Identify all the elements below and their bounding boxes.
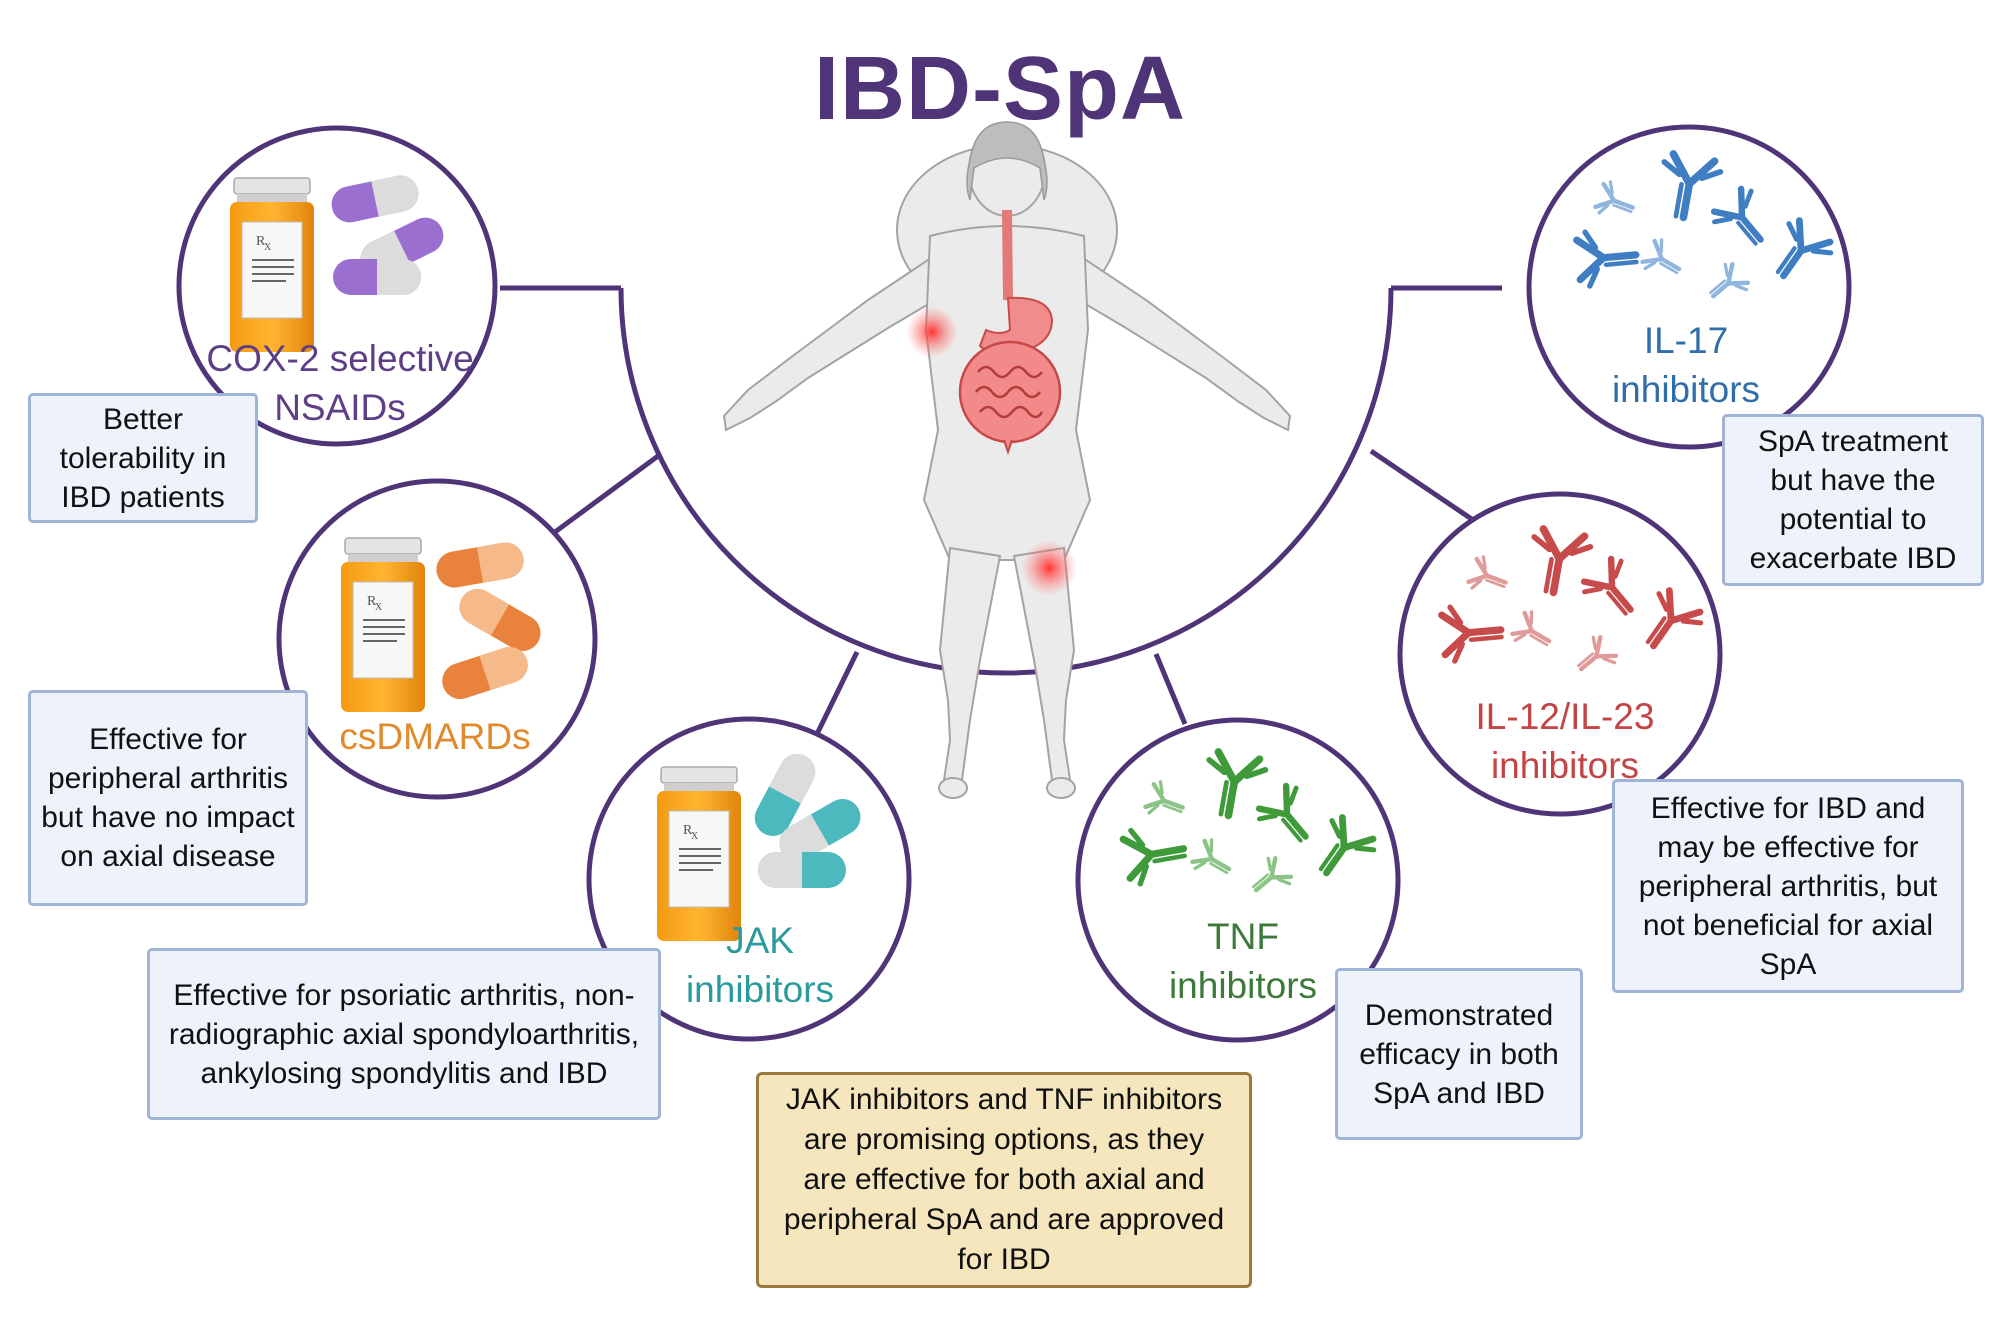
tnf-node xyxy=(1075,717,1401,1043)
note-jak-text: Effective for psoriatic arthritis, non-r… xyxy=(168,978,640,1090)
note-csdmards-text: Effective for peripheral arthritis but h… xyxy=(41,723,295,873)
capsule-icon xyxy=(436,542,541,700)
pill-bottle-icon xyxy=(656,766,742,942)
frame-lines xyxy=(500,285,1502,734)
jak-label-text: JAK inhibitors xyxy=(685,920,835,1010)
csdmards-label: csDMARDs xyxy=(300,712,570,761)
page-title: IBD-SpA xyxy=(814,39,1186,139)
il17-node xyxy=(1526,124,1852,450)
tnf-label-text: TNF inhibitors xyxy=(1168,916,1318,1006)
note-csdmards: Effective for peripheral arthritis but h… xyxy=(28,690,308,906)
note-il17: SpA treatment but have the potential to … xyxy=(1722,414,1984,586)
pill-bottle-icon xyxy=(229,177,315,353)
jak-node xyxy=(586,716,912,1042)
note-il1223: Effective for IBD and may be effective f… xyxy=(1612,779,1964,993)
note-jak: Effective for psoriatic arthritis, non-r… xyxy=(147,948,661,1120)
cox2-label-text: COX-2 selective NSAIDs xyxy=(206,338,474,428)
inflammation-elbow xyxy=(906,306,958,358)
il1223-label-text: IL-12/IL-23 inhibitors xyxy=(1475,696,1655,786)
cox2-label: COX-2 selective NSAIDs xyxy=(190,334,490,432)
note-tnf: Demonstrated efficacy in both SpA and IB… xyxy=(1335,968,1583,1140)
pill-bottle-icon xyxy=(340,537,426,713)
summary-text: JAK inhibitors and TNF inhibitors are pr… xyxy=(783,1083,1225,1276)
connector-tnf xyxy=(1153,653,1188,725)
connector-csdmards xyxy=(553,453,660,535)
tnf-label: TNF inhibitors xyxy=(1143,912,1343,1010)
note-tnf-text: Demonstrated efficacy in both SpA and IB… xyxy=(1359,998,1559,1110)
note-il1223-text: Effective for IBD and may be effective f… xyxy=(1638,791,1938,981)
csdmards-node xyxy=(276,478,598,800)
il1223-node xyxy=(1397,491,1723,817)
capsule-icon xyxy=(331,175,444,295)
human-body-icon xyxy=(722,121,1292,799)
main-arc xyxy=(618,287,1394,676)
il17-label-text: IL-17 inhibitors xyxy=(1611,320,1761,410)
note-il17-text: SpA treatment but have the potential to … xyxy=(1749,425,1957,575)
il17-label: IL-17 inhibitors xyxy=(1586,316,1786,414)
note-cox2-text: Better tolerability in IBD patients xyxy=(59,402,227,514)
inflammation-knee xyxy=(1021,540,1077,596)
connector-jak xyxy=(815,650,860,734)
csdmards-label-text: csDMARDs xyxy=(339,716,531,757)
cox2-node xyxy=(176,125,498,447)
summary-box: JAK inhibitors and TNF inhibitors are pr… xyxy=(756,1072,1252,1288)
note-cox2: Better tolerability in IBD patients xyxy=(28,393,258,523)
jak-label: JAK inhibitors xyxy=(660,916,860,1014)
connector-il1223 xyxy=(1369,448,1478,525)
il1223-label: IL-12/IL-23 inhibitors xyxy=(1440,692,1690,790)
capsule-icon xyxy=(754,754,861,888)
